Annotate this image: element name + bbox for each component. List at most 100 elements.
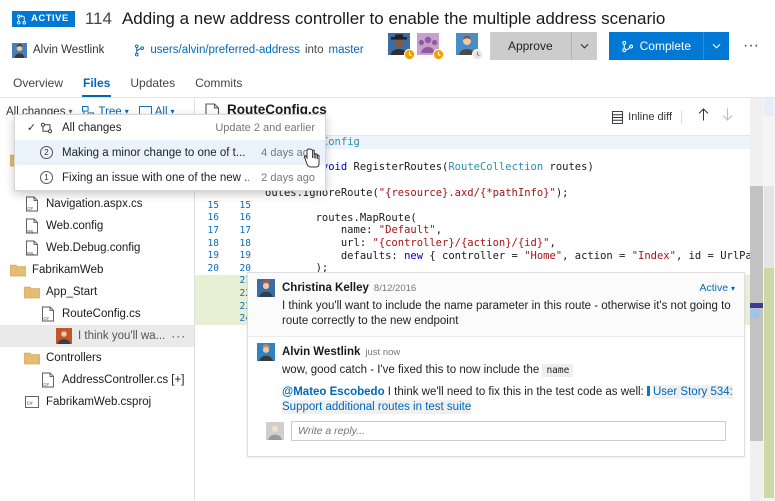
complete-button[interactable]: Complete [608, 32, 703, 60]
svg-text:C#: C# [27, 206, 33, 211]
reviewer-avatar-2[interactable] [416, 33, 444, 60]
tree-item-label: Web.config [46, 220, 104, 232]
pending-clock-icon [403, 49, 415, 60]
diff-old-line-number: 18 [207, 237, 219, 249]
folder-icon [24, 286, 40, 299]
menu-item-meta: 2 days ago [261, 171, 315, 184]
prev-diff-button[interactable] [691, 107, 715, 127]
file-name: RouteConfig.cs [227, 102, 327, 117]
menu-item-label: Fixing an issue with one of the new ... [62, 171, 250, 184]
page-title: Adding a new address controller to enabl… [121, 9, 666, 28]
avatar [257, 279, 275, 297]
menu-item-update-1[interactable]: 1 Fixing an issue with one of the new ..… [15, 165, 325, 190]
csproj-file-icon: C# [25, 396, 39, 408]
diff-new-line-number: 17 [239, 224, 251, 236]
comment-thread: Christina Kelley 8/12/2016 Active ▾ I th… [247, 272, 745, 457]
reviewer-avatar-3[interactable] [455, 33, 483, 60]
tree-item-label: Controllers [46, 352, 102, 364]
complete-dropdown-button[interactable] [703, 32, 729, 60]
tree-item-label: FabrikamWeb.csproj [46, 396, 152, 408]
tab-files[interactable]: Files [82, 73, 112, 97]
comment-status-dropdown[interactable]: Active ▾ [699, 282, 735, 294]
reviewer-avatar-1[interactable] [387, 33, 415, 60]
pr-meta-row: Alvin Westlink users/alvin/preferred-add… [12, 32, 763, 64]
comment-item: Christina Kelley 8/12/2016 Active ▾ I th… [248, 273, 744, 336]
author-name: Alvin Westlink [33, 44, 105, 56]
pr-title-row: ACTIVE 114 Adding a new address controll… [12, 9, 763, 29]
tree-item-label: Navigation.aspx.cs [46, 198, 143, 210]
tree-item-label: FabrikamWeb [32, 264, 104, 276]
inline-diff-toggle[interactable]: Inline diff [612, 110, 672, 124]
arrow-down-icon [722, 108, 732, 121]
chevron-down-icon [580, 43, 589, 49]
diff-code-text: name: "Default", [265, 224, 443, 237]
chevron-down-icon: ▾ [68, 107, 73, 116]
xml-file-icon: XML [26, 240, 38, 256]
tree-file-item[interactable]: C# Navigation.aspx.cs [0, 193, 194, 215]
inline-diff-icon [612, 110, 624, 124]
status-badge: ACTIVE [12, 11, 75, 27]
cs-file-icon: C# [42, 372, 54, 388]
tree-item-more-button[interactable]: ··· [171, 329, 187, 343]
approve-button[interactable]: Approve [489, 32, 571, 60]
mention-link[interactable]: @Mateo Escobedo [282, 386, 385, 398]
status-badge-label: ACTIVE [31, 13, 69, 24]
pull-request-icon [16, 13, 27, 25]
menu-item-meta: Update 2 and earlier [215, 121, 315, 134]
changes-filter-menu: ✓ All changes Update 2 and earlier 2 Mak… [14, 114, 326, 191]
svg-text:XML: XML [27, 251, 34, 255]
more-actions-button[interactable]: ··· [737, 32, 763, 60]
tree-folder-item[interactable]: FabrikamWeb [0, 259, 194, 281]
inline-code-chip: name [542, 364, 574, 377]
menu-item-update-2[interactable]: 2 Making a minor change to one of t... 4… [15, 140, 325, 165]
update-number: 1 [40, 171, 53, 184]
diff-new-line-number: 15 [239, 199, 251, 211]
approve-dropdown-button[interactable] [570, 32, 597, 60]
chevron-down-icon: ▾ [730, 284, 735, 293]
menu-item-meta: 4 days ago [261, 146, 315, 159]
vertical-scrollbar-track[interactable] [750, 98, 763, 501]
tree-file-item[interactable]: C#AddressController.cs [+] [0, 369, 194, 391]
diff-minimap [763, 98, 775, 501]
changes-icon [40, 122, 62, 134]
svg-text:C#: C# [27, 401, 33, 406]
tree-comment-item[interactable]: I think you'll wa... ··· [0, 325, 194, 347]
menu-item-all-changes[interactable]: ✓ All changes Update 2 and earlier [15, 115, 325, 140]
compare-icon [40, 122, 53, 133]
tree-file-item[interactable]: C# FabrikamWeb.csproj [0, 391, 194, 413]
update-number: 2 [40, 146, 53, 159]
tab-updates[interactable]: Updates [130, 76, 176, 90]
svg-text:C#: C# [43, 382, 49, 387]
source-branch-link[interactable]: users/alvin/preferred-address [150, 44, 300, 56]
next-diff-button[interactable] [715, 107, 739, 127]
tree-folder-item[interactable]: Controllers [0, 347, 194, 369]
diff-old-line-number: 15 [207, 199, 219, 211]
tab-commits[interactable]: Commits [195, 76, 243, 90]
tree-folder-item[interactable]: App_Start [0, 281, 194, 303]
diff-code-text: ); [265, 262, 329, 275]
diff-new-line-number: 23 [239, 300, 251, 312]
target-branch-link[interactable]: master [328, 44, 364, 56]
folder-icon [10, 264, 26, 277]
branch-into-label: into [304, 44, 324, 56]
comment-body: I think you'll want to include the name … [282, 300, 731, 327]
tree-file-item[interactable]: C#RouteConfig.cs [0, 303, 194, 325]
reviewer-avatars [387, 33, 483, 60]
header-actions: Approve Complete [387, 32, 763, 60]
chevron-down-icon: ▾ [124, 107, 129, 116]
tree-item-label: I think you'll wa... [78, 330, 166, 342]
tab-overview[interactable]: Overview [13, 76, 64, 90]
scrollbar-cursor-marker [750, 309, 759, 318]
diff-new-line-number: 16 [239, 212, 251, 224]
reply-input[interactable] [291, 421, 726, 441]
diff-old-line-number: 20 [207, 262, 219, 274]
reply-row [257, 415, 735, 449]
cs-file-icon: C# [26, 196, 38, 212]
